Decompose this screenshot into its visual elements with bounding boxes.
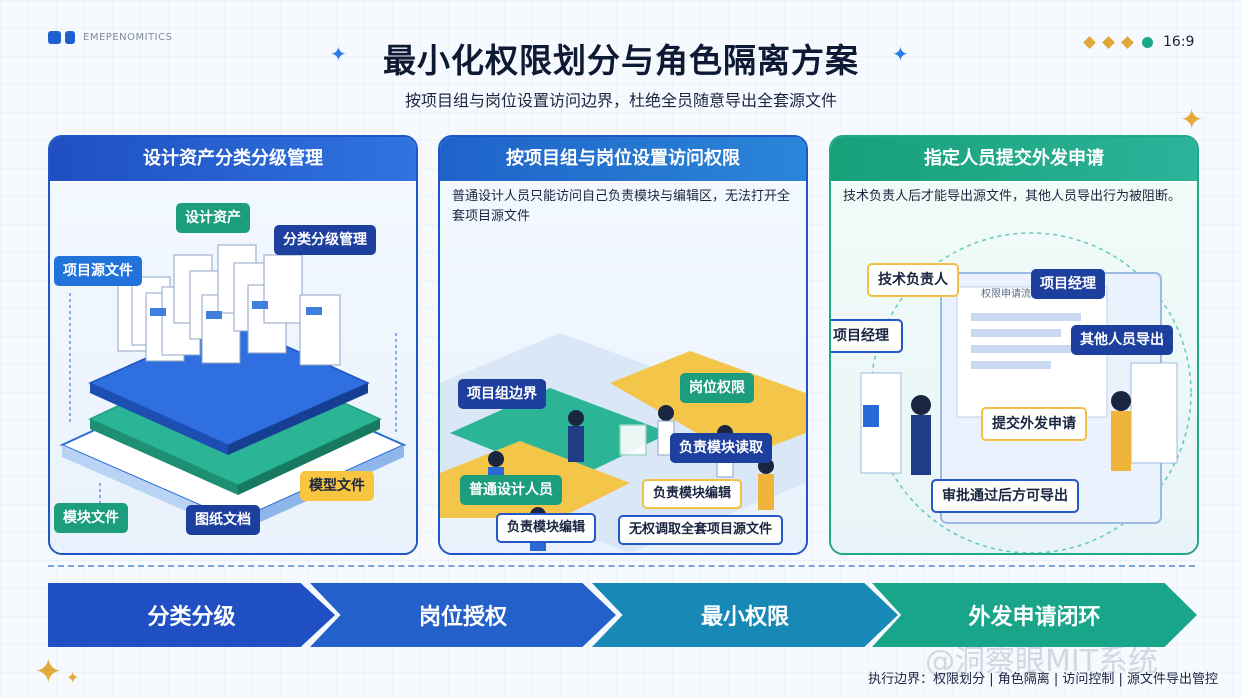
aspect-indicator: 16:9 bbox=[1083, 34, 1195, 50]
divider bbox=[48, 565, 1195, 567]
flow-step-export-loop: 外发申请闭环 bbox=[872, 583, 1197, 647]
diamond-icon bbox=[1121, 35, 1134, 49]
brand-shape-icon bbox=[65, 31, 75, 44]
diamond-icon bbox=[1102, 35, 1115, 49]
sparkle-gold-icon: ✦ bbox=[34, 652, 63, 692]
panel-access-permission: 按项目组与岗位设置访问权限 普通设计人员只能访问自己负责模块与编辑区，无法打开全… bbox=[438, 135, 808, 555]
panel-title: 按项目组与岗位设置访问权限 bbox=[440, 137, 806, 181]
panel-illustration: 普通设计人员只能访问自己负责模块与编辑区，无法打开全套项目源文件 项目组边界 岗… bbox=[440, 183, 806, 553]
dot-icon bbox=[1142, 36, 1153, 48]
tag-blocked-export: 其他人员导出 bbox=[1071, 325, 1173, 355]
brand-name: EMEPENOMITICS bbox=[83, 32, 173, 43]
sparkle-gold-icon: ✦ bbox=[1180, 103, 1204, 136]
page-title: 最小化权限划分与角色隔离方案 bbox=[383, 41, 859, 80]
panel-export-request: 指定人员提交外发申请 技术负责人后才能导出源文件，其他人员导出行为被阻断。 权限… bbox=[829, 135, 1199, 555]
screen-title: 权限申请流程 bbox=[981, 289, 1041, 300]
tag-model-files: 模型文件 bbox=[300, 471, 374, 501]
document-stack-illustration bbox=[59, 244, 407, 533]
panel-illustration: 设计资产 分类分级管理 项目源文件 模型文件 模块文件 图纸文档 bbox=[50, 183, 416, 553]
tag-post-permission: 岗位权限 bbox=[680, 373, 754, 403]
footer-note: 执行边界：权限划分 | 角色隔离 | 访问控制 | 源文件导出管控 bbox=[868, 672, 1218, 687]
panel-title: 设计资产分类分级管理 bbox=[50, 137, 416, 181]
flow-step-least-privilege: 最小权限 bbox=[592, 583, 898, 647]
brand-logo: EMEPENOMITICS bbox=[48, 31, 172, 44]
flow-step-classification: 分类分级 bbox=[48, 583, 335, 647]
brand-home-icon bbox=[48, 31, 61, 44]
flow-step-authorization: 岗位授权 bbox=[310, 583, 616, 647]
tag-classification: 分类分级管理 bbox=[274, 225, 376, 255]
tag-tech-lead: 技术负责人 bbox=[867, 263, 959, 297]
panel-title: 指定人员提交外发申请 bbox=[831, 137, 1197, 181]
tag-normal-designer: 普通设计人员 bbox=[460, 475, 562, 505]
tag-drawings: 图纸文档 bbox=[186, 505, 260, 535]
tag-submit-request: 提交外发申请 bbox=[981, 407, 1087, 441]
tag-project-manager: 项目经理 bbox=[1031, 269, 1105, 299]
sparkle-icon: ✦ bbox=[892, 42, 909, 66]
tag-module-read: 负责模块读取 bbox=[670, 433, 772, 463]
sparkle-gold-icon: ✦ bbox=[66, 668, 80, 687]
tag-no-access: 无权调取全套项目源文件 bbox=[618, 515, 784, 545]
panel-asset-classification: 设计资产分类分级管理 bbox=[48, 135, 418, 555]
panel-description: 技术负责人后才能导出源文件，其他人员导出行为被阻断。 bbox=[843, 189, 1182, 204]
tag-group-boundary: 项目组边界 bbox=[458, 379, 546, 409]
tag-module-files: 模块文件 bbox=[54, 503, 128, 533]
sparkle-icon: ✦ bbox=[330, 42, 347, 66]
panel-description: 普通设计人员只能访问自己负责模块与编辑区，无法打开全套项目源文件 bbox=[452, 189, 791, 224]
tag-module-edit: 负责模块编辑 bbox=[642, 479, 743, 509]
aspect-ratio-label: 16:9 bbox=[1163, 34, 1195, 50]
panel-illustration: 技术负责人后才能导出源文件，其他人员导出行为被阻断。 权限申请流程 技术负责人 … bbox=[831, 183, 1197, 553]
watermark: @洞察眼MIT系统 bbox=[925, 644, 1159, 679]
tag-project-source: 项目源文件 bbox=[54, 256, 142, 286]
diamond-icon bbox=[1083, 35, 1096, 49]
tag-approve-export: 审批通过后方可导出 bbox=[931, 479, 1079, 513]
page-subtitle: 按项目组与岗位设置访问边界，杜绝全员随意导出全套源文件 bbox=[404, 91, 837, 110]
tag-design-assets: 设计资产 bbox=[176, 203, 250, 233]
tag-module-edit: 负责模块编辑 bbox=[496, 513, 597, 543]
tag-project-manager: 项目经理 bbox=[831, 319, 903, 353]
